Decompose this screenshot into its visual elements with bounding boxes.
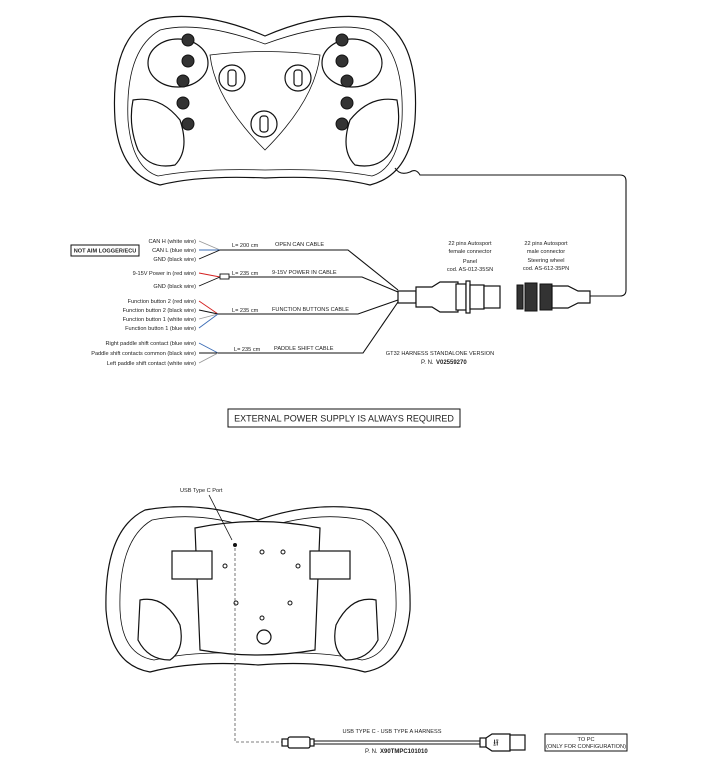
cable-name: OPEN CAN CABLE [275,242,324,248]
connector-label: 22 pins Autosport [448,241,492,247]
to-pc-note: (ONLY FOR CONFIGURATION) [546,744,626,750]
notice-text: EXTERNAL POWER SUPPLY IS ALWAYS REQUIRED [234,414,454,424]
cable-length: L= 235 cm [232,308,259,314]
wires [198,240,399,364]
wire-label: 9-15V Power in (red wire) [133,271,197,277]
to-pc-box [544,733,628,752]
wire-label: CAN L (blue wire) [152,248,196,254]
harness-pn-prefix: P. N. [421,360,434,366]
wire-label: Right paddle shift contact (blue wire) [106,341,197,347]
to-pc-label: TO PC [578,737,595,743]
wire-label: Function button 2 (red wire) [128,299,197,305]
connector-label: cod. AS-012-35SN [447,267,493,273]
connector-label: Panel [463,259,477,265]
wire-label: GND (black wire) [153,257,196,263]
external-device-label: NOT AIM LOGGER/ECU [74,249,137,255]
buttons [176,33,354,138]
wire-label: CAN H (white wire) [148,239,196,245]
connector-label: female connector [449,249,492,255]
usb-cable-title: USB TYPE C - USB TYPE A HARNESS [343,729,442,735]
cable-length: L= 200 cm [232,243,259,249]
female-connector [397,280,501,314]
cable-name: FUNCTION BUTTONS CABLE [272,307,349,313]
harness-pn: V02559270 [436,360,467,366]
wire-label: Function button 1 (blue wire) [125,326,196,332]
connector-label: male connector [527,249,565,255]
usb-port-label: USB Type C Port [180,488,223,494]
wire-label: GND (black wire) [153,284,196,290]
coiled-cable [394,167,627,297]
steering-wheel-front [113,15,417,186]
connector-label: cod. AS-612-35PN [523,266,569,272]
cable-length: L= 235 cm [232,271,259,277]
usb-icon: ⭿ [493,738,499,748]
cable-length: L= 235 cm [234,347,261,353]
usb-port-leader [208,494,233,541]
steering-wheel-rear [105,506,411,673]
connector-label: Steering wheel [527,258,564,264]
connector-label: 22 pins Autosport [524,241,568,247]
usb-pn: X90TMPC101010 [380,749,428,755]
cable-name: 9-15V POWER IN CABLE [272,270,337,276]
wire-label: Left paddle shift contact (white wire) [107,361,196,367]
usb-route-dashed [234,548,282,743]
harness-title: GT32 HARNESS STANDALONE VERSION [386,351,494,357]
external-device-box [70,244,140,257]
usb-pn-prefix: P. N. [365,749,378,755]
male-connector [516,282,591,312]
wire-labels: CAN H (white wire) CAN L (blue wire) GND… [91,239,196,367]
wire-label: Paddle shift contacts common (black wire… [91,351,196,357]
fuse-icon [219,273,230,280]
connector-labels: 22 pins Autosport female connector Panel… [447,241,569,273]
notice-box [227,408,461,428]
cable-name: PADDLE SHIFT CABLE [274,346,334,352]
wire-label: Function button 1 (white wire) [123,317,197,323]
usb-cable: ⭿ [281,733,526,752]
wire-label: Function button 2 (black wire) [123,308,197,314]
